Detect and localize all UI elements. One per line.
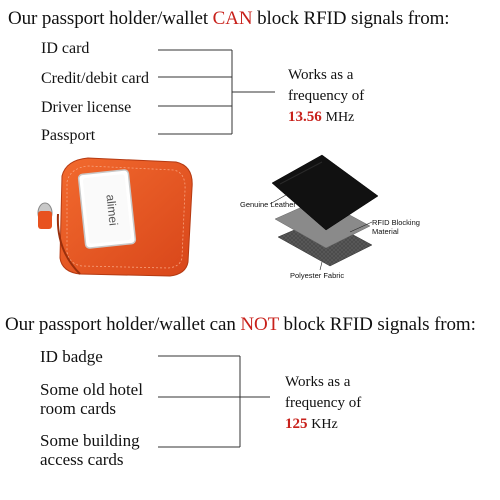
layer-label-fabric: Polyester Fabric — [290, 271, 345, 280]
cannot-block-headline: Our passport holder/wallet can NOT block… — [5, 314, 476, 336]
headline-post: block RFID signals from: — [252, 8, 450, 29]
frequency-value-line: 125 KHz — [285, 414, 361, 435]
headline-emphasis: CAN — [212, 8, 253, 29]
frequency-of-line: frequency of — [288, 88, 365, 104]
wallet-brand-text: alimei — [103, 193, 121, 227]
headline-emphasis: NOT — [240, 314, 279, 335]
list-item: Passport — [41, 127, 96, 144]
layer-label-leather: Genuine Leather — [240, 200, 296, 209]
frequency-of-line: frequency of — [285, 395, 362, 411]
can-block-headline: Our passport holder/wallet CAN block RFI… — [8, 8, 450, 30]
frequency-number: 125 — [285, 416, 308, 432]
works-as-text: Works as a frequency of 13.56 MHz — [288, 65, 364, 128]
list-item: ID card — [41, 40, 90, 57]
works-as-line: Works as a — [285, 374, 351, 390]
layer-label-rfid: RFID Blocking Material — [372, 218, 420, 236]
frequency-number: 13.56 — [288, 109, 322, 125]
headline-post: block RFID signals from: — [278, 314, 476, 335]
frequency-unit: KHz — [311, 417, 338, 432]
frequency-value-line: 13.56 MHz — [288, 107, 364, 128]
list-item: Driver license — [41, 99, 132, 116]
works-as-text: Works as a frequency of 125 KHz — [285, 372, 361, 435]
list-item: ID badge — [40, 347, 103, 366]
list-item: Some old hotel room cards — [40, 380, 143, 418]
works-as-line: Works as a — [288, 67, 354, 83]
frequency-unit: MHz — [325, 110, 355, 125]
headline-pre: Our passport holder/wallet — [8, 8, 213, 29]
list-item: Some building access cards — [40, 431, 140, 469]
list-item: Credit/debit card — [41, 70, 149, 87]
headline-pre: Our passport holder/wallet can — [5, 314, 241, 335]
